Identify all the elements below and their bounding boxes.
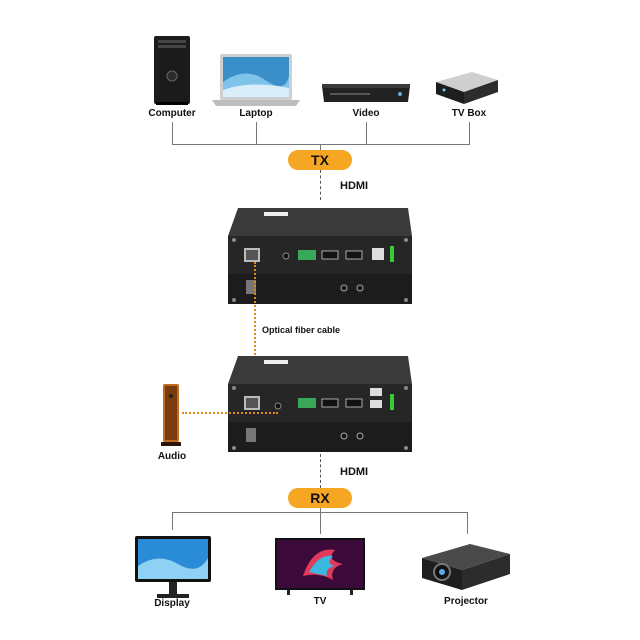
hdmi-top-label: HDMI xyxy=(340,180,369,192)
hdmi-bottom-link xyxy=(320,454,321,488)
tv-box-icon xyxy=(436,72,498,104)
hdmi-bottom-label: HDMI xyxy=(340,466,369,478)
projector-label: Projector xyxy=(444,596,488,607)
video-player-icon xyxy=(322,84,410,102)
rx-badge: RX xyxy=(288,488,352,508)
laptop-label: Laptop xyxy=(239,108,273,119)
tx-drop-line xyxy=(320,144,321,150)
computer-label: Computer xyxy=(148,108,196,119)
tv-label: TV xyxy=(313,596,327,607)
display-label: Display xyxy=(154,598,190,609)
tvbox-label: TV Box xyxy=(451,108,487,119)
computer-tower-icon xyxy=(154,36,190,105)
audio-label: Audio xyxy=(157,451,187,462)
audio-line xyxy=(182,412,278,414)
rx-drop-line xyxy=(320,508,321,512)
tx-extender-unit xyxy=(228,208,412,304)
tx-badge: TX xyxy=(288,150,352,170)
tv-icon xyxy=(275,538,365,595)
rx-extender-unit xyxy=(228,356,412,452)
hdmi-top-link xyxy=(320,170,321,200)
source-line-tvbox xyxy=(469,122,470,144)
laptop-icon xyxy=(212,54,300,106)
source-line-computer xyxy=(172,122,173,144)
fiber-label: Optical fiber cable xyxy=(262,325,341,335)
source-bus-line xyxy=(172,144,470,145)
optical-fiber-line xyxy=(254,262,256,410)
source-line-laptop xyxy=(256,122,257,144)
speaker-icon xyxy=(161,384,181,446)
source-line-video xyxy=(366,122,367,144)
video-label: Video xyxy=(352,108,380,119)
output-line-tv xyxy=(320,512,321,534)
output-line-display xyxy=(172,512,173,530)
output-line-projector xyxy=(467,512,468,534)
monitor-icon xyxy=(135,536,211,598)
projector-icon xyxy=(422,544,510,590)
